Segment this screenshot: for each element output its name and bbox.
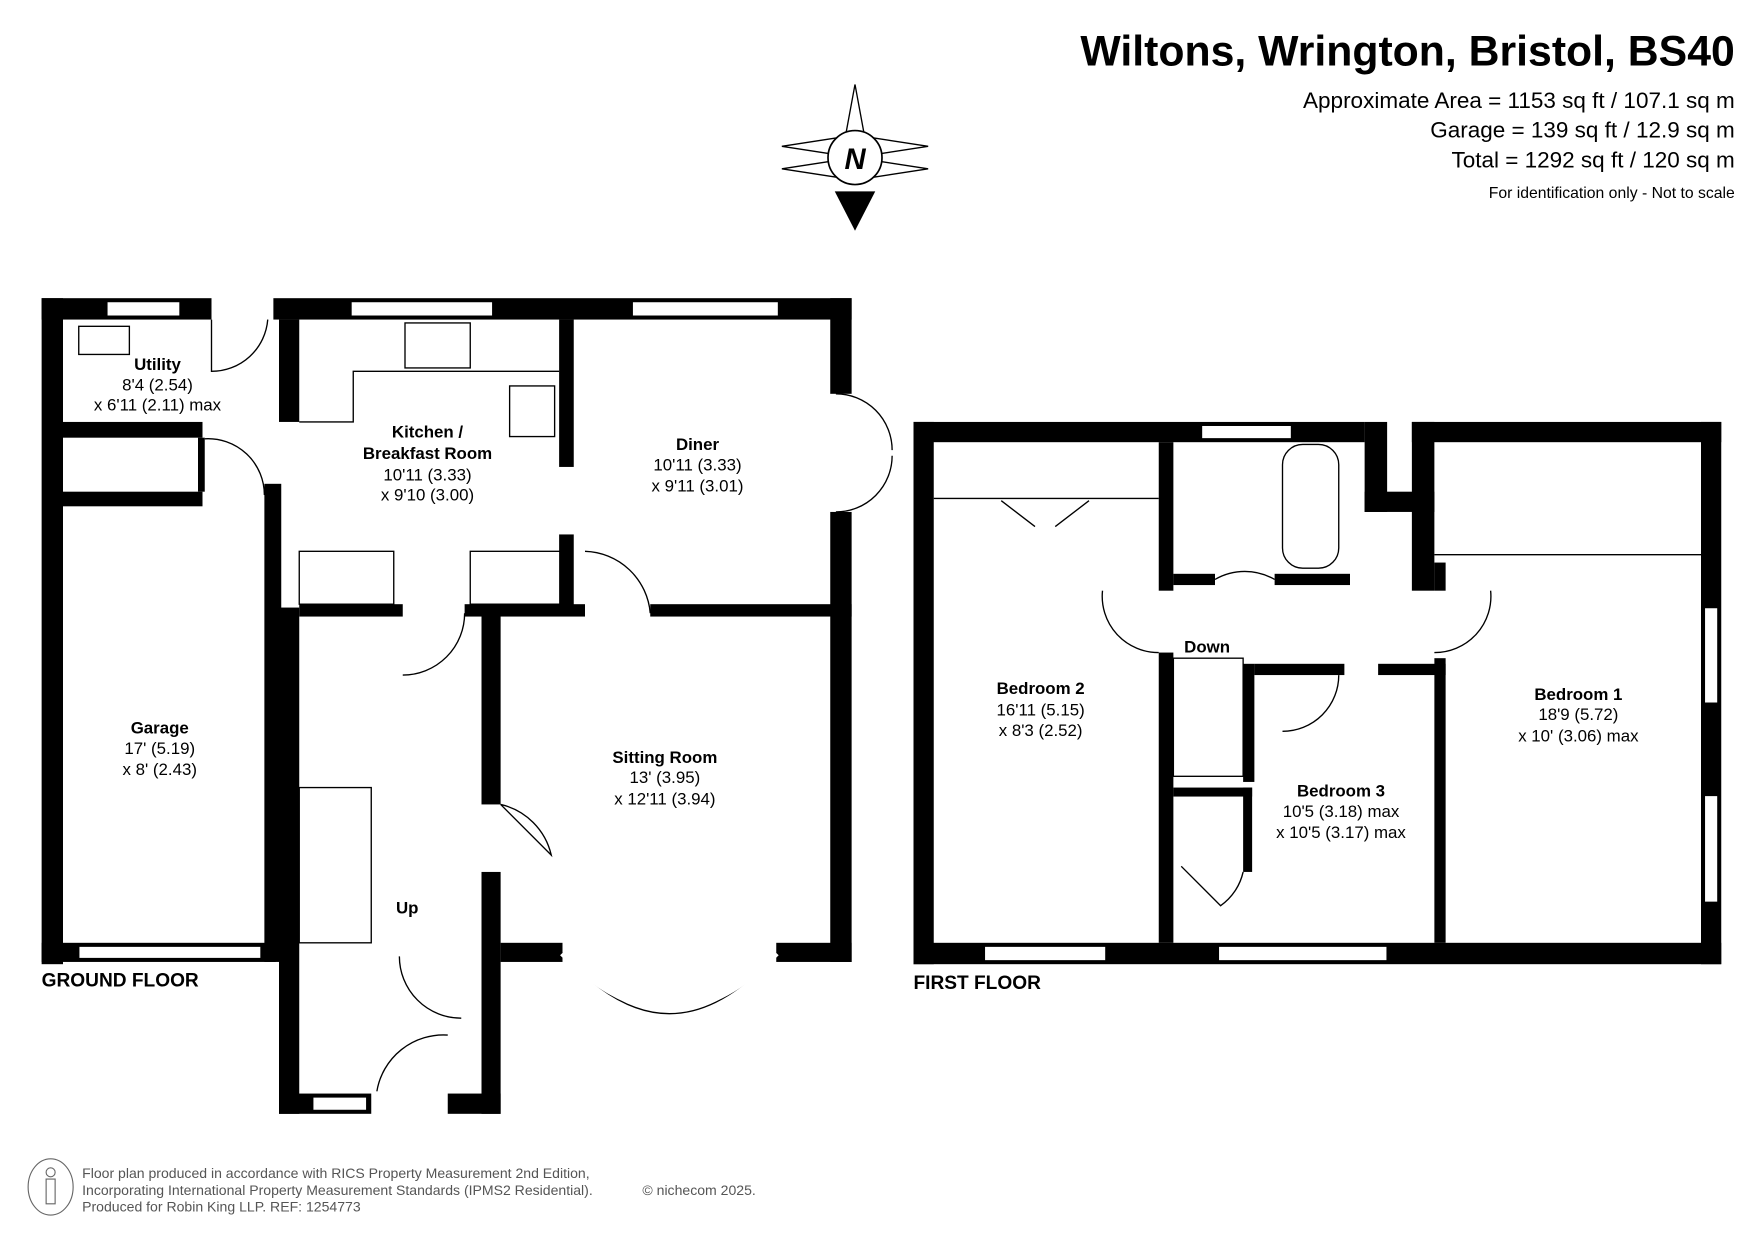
stairs-down-label: Down bbox=[1184, 638, 1230, 657]
svg-text:x 9'10 (3.00): x 9'10 (3.00) bbox=[381, 486, 474, 505]
svg-text:10'5 (3.18) max: 10'5 (3.18) max bbox=[1283, 802, 1400, 821]
person-scale-icon bbox=[27, 1158, 74, 1216]
svg-text:Bedroom 1: Bedroom 1 bbox=[1534, 685, 1622, 704]
svg-text:Bedroom 3: Bedroom 3 bbox=[1297, 782, 1385, 801]
ground-floor-walls bbox=[41, 298, 893, 1114]
svg-text:x 9'11 (3.01): x 9'11 (3.01) bbox=[652, 477, 744, 496]
room-bedroom-2: Bedroom 2 16'11 (5.15) x 8'3 (2.52) bbox=[997, 679, 1085, 740]
compass-icon: N bbox=[781, 84, 929, 231]
room-bedroom-3: Bedroom 3 10'5 (3.18) max x 10'5 (3.17) … bbox=[1276, 782, 1406, 843]
svg-text:Breakfast Room: Breakfast Room bbox=[363, 444, 492, 463]
svg-text:x 10' (3.06) max: x 10' (3.06) max bbox=[1518, 726, 1639, 745]
svg-text:17' (5.19): 17' (5.19) bbox=[124, 739, 195, 758]
footer-line-3: Produced for Robin King LLP. REF: 125477… bbox=[82, 1199, 361, 1215]
svg-text:x 6'11 (2.11) max: x 6'11 (2.11) max bbox=[94, 396, 222, 415]
garage-area: Garage = 139 sq ft / 12.9 sq m bbox=[1430, 117, 1735, 142]
disclaimer: For identification only - Not to scale bbox=[1489, 185, 1735, 202]
svg-text:8'4 (2.54): 8'4 (2.54) bbox=[122, 375, 193, 394]
svg-text:Utility: Utility bbox=[134, 355, 181, 374]
property-title: Wiltons, Wrington, Bristol, BS40 bbox=[1080, 27, 1734, 75]
room-garage: Garage 17' (5.19) x 8' (2.43) bbox=[123, 719, 197, 780]
svg-text:Sitting Room: Sitting Room bbox=[612, 748, 717, 767]
svg-text:16'11 (5.15): 16'11 (5.15) bbox=[997, 701, 1085, 720]
svg-text:13' (3.95): 13' (3.95) bbox=[630, 768, 701, 787]
svg-text:x 8' (2.43): x 8' (2.43) bbox=[123, 760, 197, 779]
svg-text:10'11 (3.33): 10'11 (3.33) bbox=[653, 455, 741, 474]
approximate-area: Approximate Area = 1153 sq ft / 107.1 sq… bbox=[1303, 88, 1735, 113]
room-kitchen: Kitchen / Breakfast Room 10'11 (3.33) x … bbox=[363, 423, 492, 505]
first-floor-walls bbox=[913, 421, 1722, 965]
footer-copyright: © nichecom 2025. bbox=[642, 1182, 755, 1198]
svg-text:10'11 (3.33): 10'11 (3.33) bbox=[383, 465, 471, 484]
ground-floor-label: GROUND FLOOR bbox=[42, 971, 199, 992]
stairs-up-label: Up bbox=[396, 899, 418, 918]
total-area: Total = 1292 sq ft / 120 sq m bbox=[1451, 148, 1734, 173]
svg-text:Kitchen /: Kitchen / bbox=[392, 423, 464, 442]
room-utility: Utility 8'4 (2.54) x 6'11 (2.11) max bbox=[94, 355, 222, 415]
room-sitting-room: Sitting Room 13' (3.95) x 12'11 (3.94) bbox=[612, 748, 717, 809]
room-diner: Diner 10'11 (3.33) x 9'11 (3.01) bbox=[652, 435, 744, 496]
svg-text:x 8'3 (2.52): x 8'3 (2.52) bbox=[999, 721, 1083, 740]
first-floor-label: FIRST FLOOR bbox=[914, 973, 1042, 994]
svg-text:Bedroom 2: Bedroom 2 bbox=[997, 679, 1085, 698]
svg-text:Garage: Garage bbox=[131, 719, 189, 738]
svg-text:18'9 (5.72): 18'9 (5.72) bbox=[1538, 705, 1618, 724]
compass-north-label: N bbox=[844, 144, 866, 176]
svg-text:x 12'11 (3.94): x 12'11 (3.94) bbox=[614, 789, 715, 808]
room-bedroom-1: Bedroom 1 18'9 (5.72) x 10' (3.06) max bbox=[1518, 685, 1639, 746]
footer-line-2: Incorporating International Property Mea… bbox=[82, 1182, 593, 1198]
svg-text:x 10'5 (3.17) max: x 10'5 (3.17) max bbox=[1276, 823, 1406, 842]
footer-line-1: Floor plan produced in accordance with R… bbox=[82, 1165, 590, 1181]
svg-text:Diner: Diner bbox=[676, 435, 720, 454]
